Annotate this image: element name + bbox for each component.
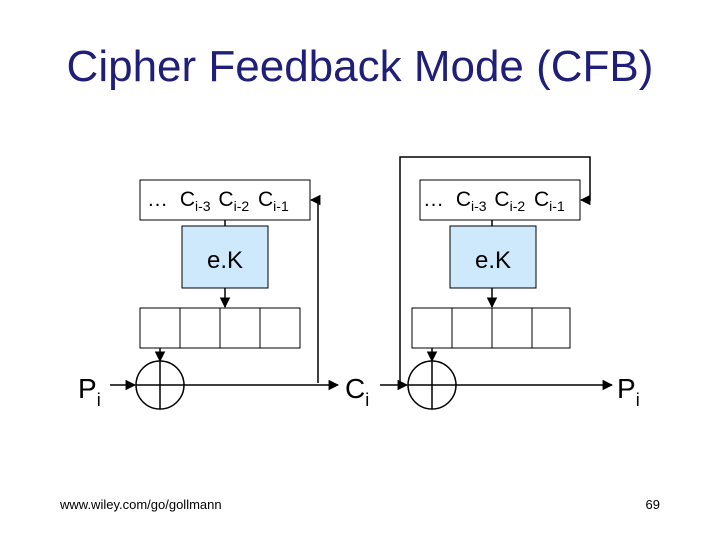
enc-register-c2-sub: i-2 — [234, 198, 250, 214]
dec-register-c1: C — [534, 188, 549, 211]
dec-plaintext-label: Pi — [617, 373, 640, 410]
dec-cipher-block — [449, 225, 537, 289]
enc-cipher-block-label: e.K — [207, 247, 243, 274]
enc-register-dots: … — [147, 188, 168, 211]
dec-shift-register — [419, 179, 581, 221]
dec-register-c1-sub: i-1 — [549, 198, 565, 214]
enc-shift-register — [139, 179, 311, 221]
enc-register-c3-sub: i-3 — [195, 198, 211, 214]
dec-register-c2-sub: i-2 — [510, 198, 526, 214]
ciphertext-sub: i — [365, 390, 369, 410]
dec-register-c3: C — [456, 188, 471, 211]
dec-keystream-register — [411, 307, 571, 349]
slide-title: Cipher Feedback Mode (CFB) — [66, 42, 654, 91]
enc-register-c2: C — [218, 188, 233, 211]
dec-plaintext-p: P — [617, 373, 636, 404]
enc-plaintext-p: P — [78, 373, 97, 404]
page-number: 69 — [645, 497, 660, 512]
dec-register-c3-sub: i-3 — [471, 198, 487, 214]
enc-register-c1-sub: i-1 — [273, 198, 289, 214]
enc-register-text: … Ci-3 Ci-2 Ci-1 — [147, 188, 289, 216]
dec-xor-icon — [407, 360, 457, 410]
dec-feedback-line — [399, 156, 591, 385]
enc-xor-icon — [135, 360, 185, 410]
footer-url: www.wiley.com/go/gollmann — [60, 497, 222, 512]
ciphertext-c: C — [345, 373, 365, 404]
enc-register-c1: C — [258, 188, 273, 211]
enc-cipher-block — [181, 225, 269, 289]
ciphertext-label: Ci — [345, 373, 369, 410]
enc-plaintext-sub: i — [97, 390, 101, 410]
dec-register-c2: C — [494, 188, 509, 211]
enc-feedback-line — [309, 194, 321, 383]
enc-register-c3: C — [180, 188, 195, 211]
dec-cipher-block-label: e.K — [475, 247, 511, 274]
dec-register-text: … Ci-3 Ci-2 Ci-1 — [423, 188, 565, 216]
enc-plaintext-label: Pi — [78, 373, 101, 410]
dec-register-dots: … — [423, 188, 444, 211]
dec-plaintext-sub: i — [636, 390, 640, 410]
